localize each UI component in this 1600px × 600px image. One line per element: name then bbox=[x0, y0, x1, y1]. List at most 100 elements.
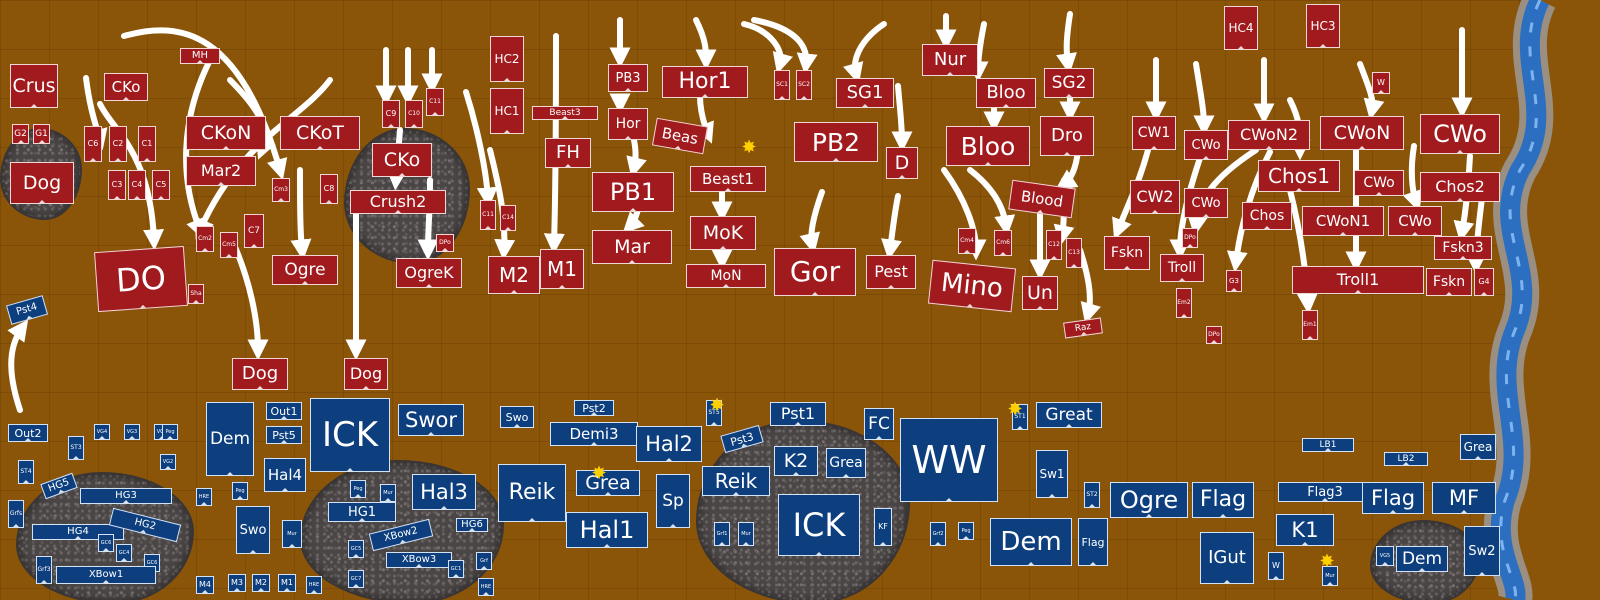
red-unit-counter[interactable]: Un bbox=[1022, 276, 1058, 310]
red-unit-counter[interactable]: Sha bbox=[188, 284, 204, 304]
blue-unit-counter[interactable]: Peg bbox=[162, 424, 178, 440]
blue-unit-counter[interactable]: Sw2 bbox=[1464, 526, 1500, 576]
blue-unit-counter[interactable]: Hal4 bbox=[264, 458, 306, 492]
blue-unit-counter[interactable]: ICK bbox=[778, 494, 860, 556]
red-unit-counter[interactable]: DO bbox=[94, 245, 188, 313]
blue-unit-counter[interactable]: Swo bbox=[236, 506, 270, 554]
red-unit-counter[interactable]: C3 bbox=[108, 170, 126, 200]
red-unit-counter[interactable]: FH bbox=[545, 138, 591, 168]
blue-unit-counter[interactable]: ST1 bbox=[1012, 404, 1028, 430]
red-unit-counter[interactable]: Chos2 bbox=[1420, 172, 1500, 202]
red-unit-counter[interactable]: SG1 bbox=[836, 78, 894, 108]
red-unit-counter[interactable]: Cm6 bbox=[994, 230, 1012, 256]
red-unit-counter[interactable]: G4 bbox=[1474, 268, 1494, 296]
red-unit-counter[interactable]: C9 bbox=[382, 100, 400, 128]
blue-unit-counter[interactable]: ST5 bbox=[706, 400, 722, 426]
red-unit-counter[interactable]: Chos1 bbox=[1258, 160, 1340, 192]
red-unit-counter[interactable]: CWoN bbox=[1320, 116, 1404, 150]
blue-unit-counter[interactable]: GC6 bbox=[98, 534, 114, 552]
red-unit-counter[interactable]: D bbox=[886, 147, 918, 179]
blue-unit-counter[interactable]: Dem bbox=[206, 402, 254, 476]
red-unit-counter[interactable]: Hor bbox=[608, 108, 648, 140]
blue-unit-counter[interactable]: KF bbox=[874, 508, 892, 546]
red-unit-counter[interactable]: CWoN1 bbox=[1302, 206, 1384, 236]
red-unit-counter[interactable]: C10 bbox=[405, 100, 423, 128]
red-unit-counter[interactable]: Gor bbox=[774, 248, 856, 296]
blue-unit-counter[interactable]: Sw1 bbox=[1036, 450, 1068, 498]
red-unit-counter[interactable]: HC3 bbox=[1306, 4, 1340, 48]
red-unit-counter[interactable]: CKoT bbox=[280, 116, 360, 150]
blue-unit-counter[interactable]: HG1 bbox=[328, 502, 396, 522]
blue-unit-counter[interactable]: Pst5 bbox=[266, 426, 302, 444]
red-unit-counter[interactable]: Chos bbox=[1242, 202, 1292, 230]
red-unit-counter[interactable]: MH bbox=[180, 48, 220, 64]
blue-unit-counter[interactable]: Pst1 bbox=[770, 402, 826, 426]
red-unit-counter[interactable]: Beast1 bbox=[690, 166, 766, 192]
blue-unit-counter[interactable]: HRE bbox=[478, 578, 494, 596]
red-unit-counter[interactable]: C5 bbox=[152, 170, 170, 200]
red-unit-counter[interactable]: MoK bbox=[690, 216, 756, 250]
blue-unit-counter[interactable]: XBow1 bbox=[56, 566, 156, 584]
red-unit-counter[interactable]: SC1 bbox=[774, 70, 790, 100]
red-unit-counter[interactable]: SG2 bbox=[1044, 68, 1094, 98]
blue-unit-counter[interactable]: Mur bbox=[282, 520, 302, 548]
blue-unit-counter[interactable]: GC7 bbox=[348, 570, 364, 588]
red-unit-counter[interactable]: Mar2 bbox=[186, 156, 256, 186]
blue-unit-counter[interactable]: M2 bbox=[252, 574, 270, 592]
red-unit-counter[interactable]: CWo bbox=[1388, 206, 1442, 236]
red-unit-counter[interactable]: SC2 bbox=[796, 70, 812, 100]
red-unit-counter[interactable]: MoN bbox=[686, 264, 766, 288]
blue-unit-counter[interactable]: MF bbox=[1432, 482, 1496, 514]
blue-unit-counter[interactable]: Flag bbox=[1362, 482, 1424, 514]
blue-unit-counter[interactable]: HG3 bbox=[80, 488, 172, 504]
red-unit-counter[interactable]: W bbox=[1372, 72, 1390, 94]
blue-unit-counter[interactable]: Mur bbox=[380, 484, 396, 502]
blue-unit-counter[interactable]: Flag bbox=[1078, 518, 1108, 566]
blue-unit-counter[interactable]: Sp bbox=[656, 474, 690, 528]
blue-unit-counter[interactable]: ST2 bbox=[1084, 482, 1100, 508]
red-unit-counter[interactable]: C11 bbox=[426, 88, 444, 116]
red-unit-counter[interactable]: M1 bbox=[540, 249, 584, 289]
red-unit-counter[interactable]: Dro bbox=[1040, 116, 1094, 156]
blue-unit-counter[interactable]: ST4 bbox=[18, 460, 34, 484]
red-unit-counter[interactable]: Crush2 bbox=[350, 190, 446, 214]
red-unit-counter[interactable]: DPo bbox=[1206, 326, 1222, 344]
red-unit-counter[interactable]: Em2 bbox=[1176, 288, 1192, 318]
red-unit-counter[interactable]: Hor1 bbox=[662, 66, 748, 98]
blue-unit-counter[interactable]: ST3 bbox=[68, 436, 84, 460]
red-unit-counter[interactable]: Bloo bbox=[976, 78, 1036, 108]
red-unit-counter[interactable]: Cm3 bbox=[272, 178, 290, 202]
blue-unit-counter[interactable]: Grea bbox=[576, 470, 640, 496]
blue-unit-counter[interactable]: Mur bbox=[738, 522, 754, 546]
blue-unit-counter[interactable]: HG6 bbox=[456, 518, 488, 532]
blue-unit-counter[interactable]: M3 bbox=[228, 574, 246, 592]
blue-unit-counter[interactable]: Peg bbox=[232, 482, 248, 500]
blue-unit-counter[interactable]: XBow3 bbox=[386, 552, 452, 568]
blue-unit-counter[interactable]: Peg bbox=[350, 480, 366, 498]
red-unit-counter[interactable]: PB2 bbox=[794, 122, 878, 162]
red-unit-counter[interactable]: Bloo bbox=[946, 126, 1030, 166]
blue-unit-counter[interactable]: Out2 bbox=[8, 424, 48, 442]
red-unit-counter[interactable]: Mar bbox=[592, 230, 672, 264]
blue-unit-counter[interactable]: Reik bbox=[702, 466, 770, 496]
red-unit-counter[interactable]: C6 bbox=[84, 126, 102, 162]
red-unit-counter[interactable]: HC1 bbox=[490, 88, 524, 134]
red-unit-counter[interactable]: Cm4 bbox=[958, 228, 976, 254]
blue-unit-counter[interactable]: Pst2 bbox=[574, 400, 614, 416]
blue-unit-counter[interactable]: Hal1 bbox=[566, 512, 648, 548]
blue-unit-counter[interactable]: LB1 bbox=[1302, 438, 1354, 452]
red-unit-counter[interactable]: C14 bbox=[500, 205, 516, 231]
red-unit-counter[interactable]: CWo bbox=[1184, 130, 1228, 160]
red-unit-counter[interactable]: Cm2 bbox=[196, 226, 214, 252]
blue-unit-counter[interactable]: M4 bbox=[196, 576, 214, 594]
red-unit-counter[interactable]: HC4 bbox=[1224, 6, 1258, 50]
red-unit-counter[interactable]: Nur bbox=[922, 44, 978, 76]
blue-unit-counter[interactable]: Flag3 bbox=[1278, 482, 1372, 502]
red-unit-counter[interactable]: C8 bbox=[320, 174, 338, 204]
red-unit-counter[interactable]: PB3 bbox=[608, 64, 648, 92]
red-unit-counter[interactable]: Pest bbox=[866, 255, 916, 289]
blue-unit-counter[interactable]: Swo bbox=[500, 406, 534, 428]
red-unit-counter[interactable]: PB1 bbox=[592, 172, 674, 212]
blue-unit-counter[interactable]: Grea bbox=[826, 448, 866, 478]
red-unit-counter[interactable]: Dog bbox=[232, 358, 288, 390]
